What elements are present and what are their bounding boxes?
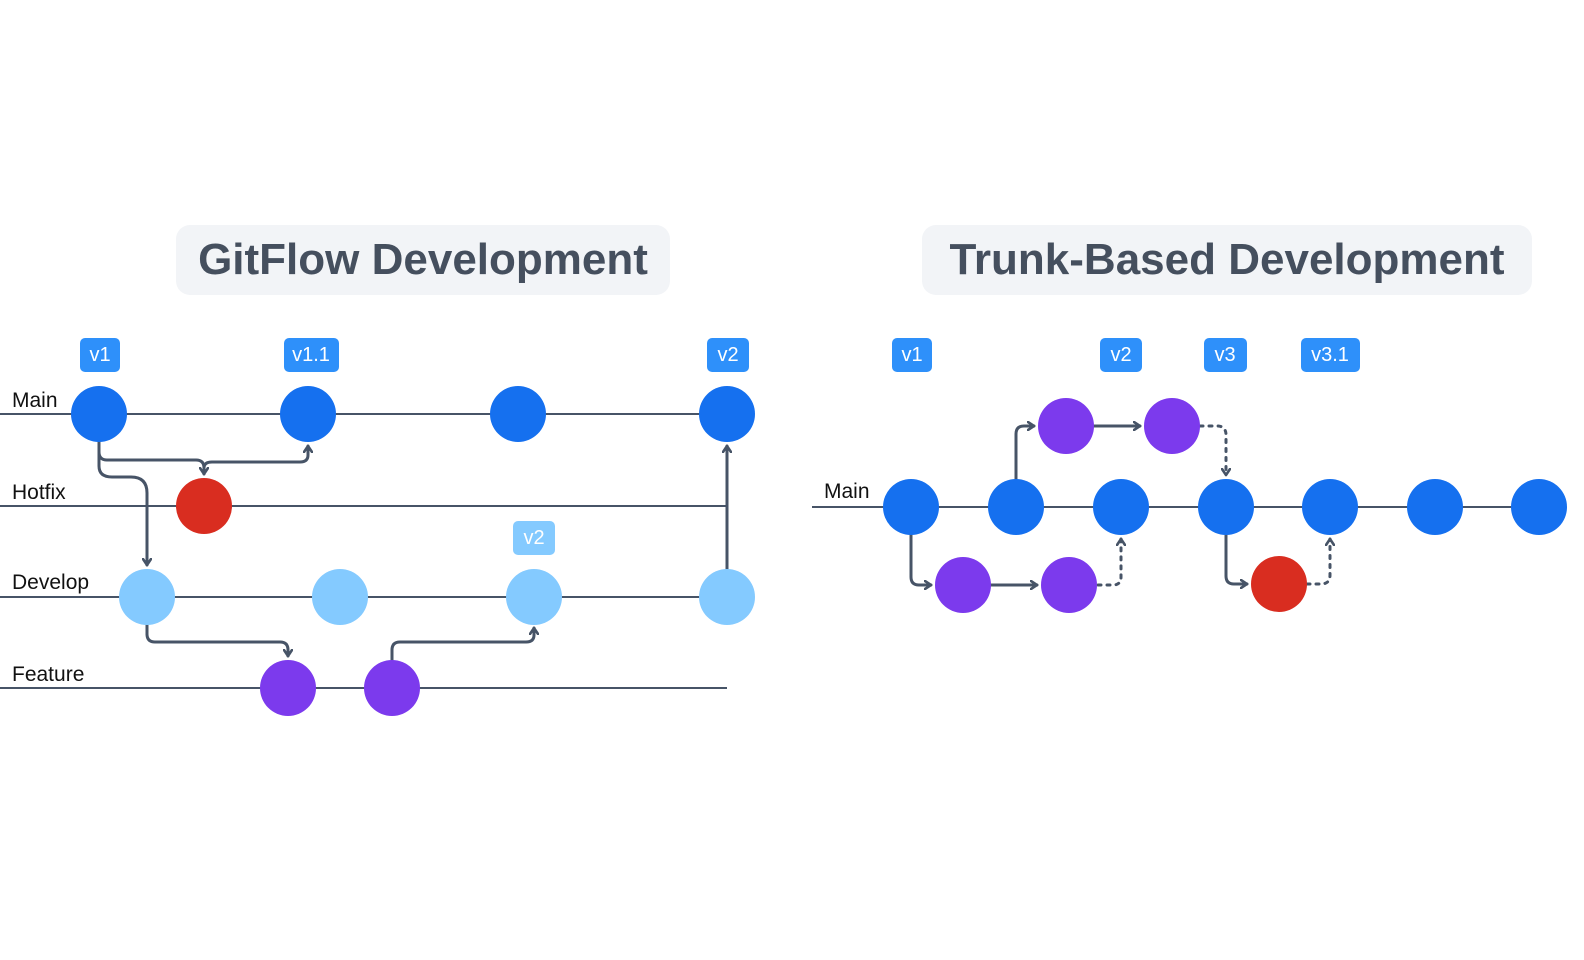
trunk-tag-v3: v3 <box>1204 338 1247 372</box>
gitflow-lane-main-label: Main <box>12 389 58 412</box>
gitflow-develop-commit <box>699 569 755 625</box>
gitflow-lane-feature-label: Feature <box>12 663 84 686</box>
trunk-main-commit <box>1302 479 1358 535</box>
trunk-main-commit <box>1511 479 1567 535</box>
gitflow-arrow-main-to-hotfix <box>97 440 204 476</box>
gitflow-feature-commit <box>364 660 420 716</box>
trunk-hotfix-commit <box>1251 556 1307 612</box>
gitflow-arrow-main-to-develop <box>97 440 147 567</box>
trunk-tag-v1: v1 <box>892 338 932 372</box>
trunk-tag-v2-label: v2 <box>1110 344 1131 366</box>
gitflow-lane-develop-label: Develop <box>12 571 89 594</box>
gitflow-diagram: Main Hotfix Develop Feature v1 <box>0 338 755 716</box>
trunk-main-commit <box>988 479 1044 535</box>
trunk-arrow-main-to-branch-bottom <box>909 533 933 585</box>
trunk-diagram: Main v1 v2 <box>812 338 1567 613</box>
gitflow-tag-v1-1-label: v1.1 <box>292 344 330 366</box>
trunk-branch-commit <box>1144 398 1200 454</box>
trunk-arrow-branch-bottom-merge <box>1096 537 1121 587</box>
gitflow-main-commit <box>490 386 546 442</box>
gitflow-develop-commit <box>506 569 562 625</box>
trunk-tag-v3-1: v3.1 <box>1301 338 1360 372</box>
trunk-main-commit <box>1407 479 1463 535</box>
trunk-arrow-branch-top-merge <box>1198 424 1226 477</box>
trunk-tag-v3-1-label: v3.1 <box>1311 344 1349 366</box>
gitflow-arrow-develop-to-feature <box>145 623 288 658</box>
trunk-tag-v1-label: v1 <box>901 344 922 366</box>
gitflow-arrow-hotfix-to-main <box>202 444 308 470</box>
gitflow-lane-hotfix-label: Hotfix <box>12 481 66 504</box>
trunk-tag-v2: v2 <box>1100 338 1142 372</box>
gitflow-hotfix-commit <box>176 478 232 534</box>
gitflow-tag-v1: v1 <box>80 338 120 372</box>
trunk-arrow-main-to-hotfix <box>1224 533 1249 584</box>
gitflow-tag-v1-label: v1 <box>89 344 110 366</box>
gitflow-develop-commit <box>312 569 368 625</box>
gitflow-main-commit <box>280 386 336 442</box>
trunk-arrow-main-to-branch-top <box>1014 426 1036 481</box>
gitflow-title: GitFlow Development <box>176 225 670 295</box>
gitflow-tag-v1-1: v1.1 <box>284 338 339 372</box>
trunk-branch-commit <box>1038 398 1094 454</box>
trunk-branch-commit <box>1041 557 1097 613</box>
trunk-lane-main-label: Main <box>824 480 870 503</box>
gitflow-tag-v2-main-label: v2 <box>717 344 738 366</box>
trunk-arrow-hotfix-merge <box>1305 537 1330 586</box>
trunk-main-commit <box>1093 479 1149 535</box>
trunk-tag-v3-label: v3 <box>1214 344 1235 366</box>
trunk-title: Trunk-Based Development <box>922 225 1532 295</box>
trunk-main-commit <box>1198 479 1254 535</box>
gitflow-main-commit <box>71 386 127 442</box>
trunk-main-commit <box>883 479 939 535</box>
gitflow-tag-v2-develop: v2 <box>513 521 555 555</box>
gitflow-arrow-feature-to-develop <box>390 626 534 662</box>
gitflow-tag-v2-develop-label: v2 <box>523 527 544 549</box>
gitflow-feature-commit <box>260 660 316 716</box>
gitflow-main-commit <box>699 386 755 442</box>
gitflow-tag-v2-main: v2 <box>707 338 749 372</box>
gitflow-develop-commit <box>119 569 175 625</box>
trunk-branch-commit <box>935 557 991 613</box>
